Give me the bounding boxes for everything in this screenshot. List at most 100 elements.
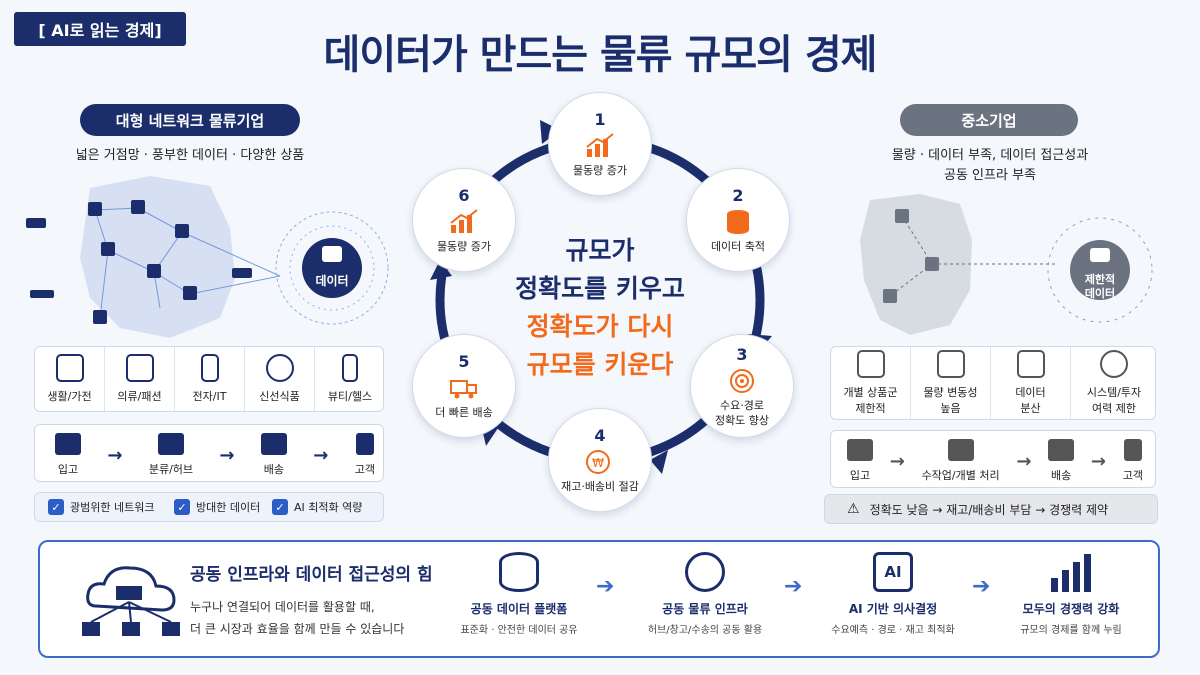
sme-flow-delivery: 배송 <box>1048 439 1075 483</box>
target-icon <box>730 368 754 393</box>
category-electronics: 전자/IT <box>175 347 245 411</box>
arrow-icon: → <box>313 444 329 466</box>
arrow-icon: ➔ <box>972 574 991 599</box>
hub-icon <box>183 286 197 300</box>
hub-icon <box>101 242 115 256</box>
cloud-network-icon <box>82 566 180 636</box>
svg-text:₩: ₩ <box>592 456 604 470</box>
center-line-3: 정확도가 다시 <box>526 312 674 341</box>
sme-flow-box: 입고 → 수작업/개별 처리 → 배송 → 고객 <box>830 430 1156 488</box>
bottle-icon <box>342 354 358 382</box>
hub-icon <box>175 224 189 238</box>
phone-icon <box>200 354 219 382</box>
box-icon <box>55 354 84 382</box>
won-down-icon: ₩ <box>586 450 610 474</box>
warehouse-icon <box>55 433 81 455</box>
center-line-2: 정확도를 키우고 <box>515 274 685 303</box>
network-icon <box>685 552 725 592</box>
worker-icon <box>947 439 974 461</box>
sme-flow-manual: 수작업/개별 처리 <box>922 439 1000 483</box>
category-fresh: 신선식품 <box>245 347 315 411</box>
database-lock-icon <box>499 552 539 592</box>
arrow-icon: ➔ <box>784 574 803 599</box>
section-tag: [ AI로 읽는 경제] <box>14 12 186 46</box>
bottom-title: 공동 인프라와 데이터 접근성의 힘 <box>190 565 433 585</box>
cycle-node-4: 4 ₩ 재고·배송비 절감 <box>548 408 652 512</box>
category-fashion: 의류/패션 <box>105 347 175 411</box>
category-household: 생활/가전 <box>35 347 105 411</box>
database-icon <box>1016 350 1045 378</box>
hub-icon <box>883 289 897 303</box>
check-icon: ✓ <box>48 499 64 515</box>
hub-icon <box>131 200 145 214</box>
flow-sorting: 분류/허브 <box>149 433 193 477</box>
arrow-icon: → <box>219 444 235 466</box>
check-icon: ✓ <box>174 499 190 515</box>
check-ai: ✓AI 최적화 역량 <box>272 499 362 515</box>
hub-icon <box>895 209 909 223</box>
large-company-subtitle: 넓은 거점망 · 풍부한 데이터 · 다양한 상품 <box>75 148 305 163</box>
check-data: ✓방대한 데이터 <box>174 499 260 515</box>
hub-icon <box>147 264 161 278</box>
bar-chart-icon <box>936 350 965 378</box>
warehouse-icon <box>847 439 873 461</box>
ship-icon <box>30 290 54 298</box>
database-icon <box>1090 248 1110 262</box>
arrow-icon: → <box>1090 450 1106 472</box>
growth-chart-icon <box>586 133 614 157</box>
center-line-4: 규모를 키운다 <box>526 350 674 379</box>
large-company-pill: 대형 네트워크 물류기업 <box>80 104 300 136</box>
cycle-node-5: 5 더 빠른 배송 <box>412 334 516 438</box>
korea-network-map <box>26 176 389 338</box>
gear-icon <box>1100 350 1128 378</box>
growth-chart-icon <box>450 209 478 233</box>
hub-icon <box>925 257 939 271</box>
cycle-node-3: 3 수요·경로 정확도 향상 <box>690 334 794 438</box>
truck-icon <box>26 218 46 228</box>
check-network: ✓광범위한 네트워크 <box>48 499 154 515</box>
flow-customer: 고객 <box>355 433 375 477</box>
cycle-center-text: 규모가 정확도를 키우고 정확도가 다시 규모를 키운다 <box>494 232 706 384</box>
ai-chip-icon: AI <box>873 552 913 592</box>
conveyor-icon <box>157 433 184 455</box>
person-icon <box>355 433 374 455</box>
cycle-node-2: 2 데이터 축적 <box>686 168 790 272</box>
bottom-description: 누구나 연결되어 데이터를 활용할 때,더 큰 시장과 효율을 함께 만들 수 … <box>190 600 405 636</box>
center-line-1: 규모가 <box>565 236 635 265</box>
sme-pill: 중소기업 <box>900 104 1078 136</box>
large-flow-box: 입고 → 분류/허브 → 배송 → 고객 <box>34 424 384 482</box>
shared-infrastructure-panel: 공동 인프라와 데이터 접근성의 힘 누구나 연결되어 데이터를 활용할 때,더… <box>38 540 1160 658</box>
truck-icon <box>260 433 287 455</box>
database-icon <box>322 246 342 262</box>
warning-box: ⚠ 정확도 낮음 → 재고/배송비 부담 → 경쟁력 제약 <box>824 494 1158 524</box>
hub-icon <box>88 202 102 216</box>
checks-box <box>34 492 384 522</box>
item-ai-decision: AI AI 기반 의사결정 수요예측 · 경로 · 재고 최적화 <box>818 552 968 636</box>
flow-delivery: 배송 <box>260 433 287 477</box>
item-competitiveness: 모두의 경쟁력 강화 규모의 경제를 함께 누림 <box>996 552 1146 636</box>
cycle-node-6: 6 물동량 증가 <box>412 168 516 272</box>
data-label: 데이터 <box>315 274 349 288</box>
cycle-node-1: 1 물동량 증가 <box>548 92 652 196</box>
box-icon <box>856 350 885 378</box>
warning-icon: ⚠ <box>847 501 860 517</box>
sme-flow-customer: 고객 <box>1123 439 1143 483</box>
database-icon <box>727 210 749 234</box>
hub-icon <box>93 310 107 324</box>
apple-icon <box>265 354 294 382</box>
arrow-icon: → <box>107 444 123 466</box>
item-logistics-infra: 공동 물류 인프라 허브/창고/수송의 공동 활용 <box>630 552 780 636</box>
flow-inbound: 입고 <box>55 433 81 477</box>
truck-icon <box>450 380 477 399</box>
category-beauty: 뷰티/헬스 <box>315 347 385 411</box>
check-icon: ✓ <box>272 499 288 515</box>
truck-icon <box>232 268 252 278</box>
truck-icon <box>1048 439 1075 461</box>
category-box: 생활/가전 의류/패션 전자/IT 신선식품 뷰티/헬스 <box>34 346 384 412</box>
